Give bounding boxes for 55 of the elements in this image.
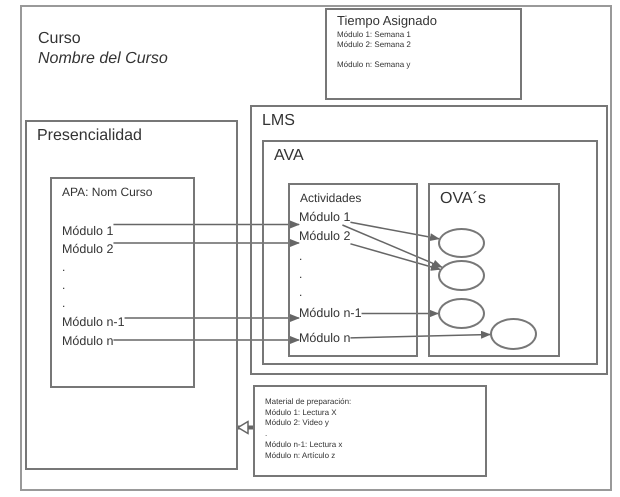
lms-panel [250,105,608,375]
box-heading: LMS [262,111,295,130]
ellipsis-dot: . [62,297,66,309]
activities-box [288,183,418,357]
ova-box [428,183,560,357]
box-heading: Tiempo Asignado [337,13,437,29]
arrow [113,336,300,344]
note-line: . [265,429,268,440]
box-heading: APA: Nom Curso [62,185,152,200]
arrow [113,239,300,247]
box-heading: AVA [274,146,304,166]
ava-panel [262,140,598,365]
module-label: Módulo n [62,334,114,349]
arrow [350,243,441,271]
note-line: Módulo 2: Video y [265,418,329,430]
module-label: Módulo 2 [299,229,350,244]
module-label: Módulo 2 [62,242,114,257]
arrow [237,420,253,434]
box-heading: Actividades [300,191,362,206]
arrow [113,220,300,228]
presence-panel [25,120,238,470]
box-heading: Material de preparación: [265,397,352,407]
ellipsis-dot: . [62,279,66,291]
module-label: Módulo n [299,331,350,346]
time-box [325,8,522,100]
note-line: Módulo n: Artículo z [265,450,336,462]
arrow [350,330,492,339]
box-heading: Presencialidad [37,126,142,146]
arrow [362,310,439,318]
ellipsis-dot: . [299,286,302,298]
arrow [342,224,443,268]
note-line: Módulo 1: Semana 1 [337,30,411,40]
ellipsis-dot: . [62,261,66,273]
ova-ellipse [438,228,485,258]
ova-ellipse [490,318,537,350]
module-label: Módulo n-1 [62,315,125,330]
note-line: Módulo n: Semana y [337,60,410,71]
note-line: Módulo 1: Lectura X [265,408,337,418]
module-label: Módulo 1 [299,210,350,225]
module-label: Módulo n-1 [299,306,362,321]
course-title: Curso [38,29,81,48]
box-heading: OVA´s [440,189,486,208]
course-frame [20,5,612,491]
course-name: Nombre del Curso [38,49,168,68]
note-line: Módulo n-1: Lectura x [265,440,342,451]
arrow [124,314,300,322]
course-box [50,177,195,388]
ova-ellipse [438,298,485,329]
note-line: Módulo 2: Semana 2 [337,40,411,52]
ellipsis-dot: . [299,268,302,280]
material-box [253,385,487,477]
ellipsis-dot: . [299,250,302,262]
ova-ellipse [438,260,485,291]
module-label: Módulo 1 [62,224,114,239]
arrow [350,222,440,242]
